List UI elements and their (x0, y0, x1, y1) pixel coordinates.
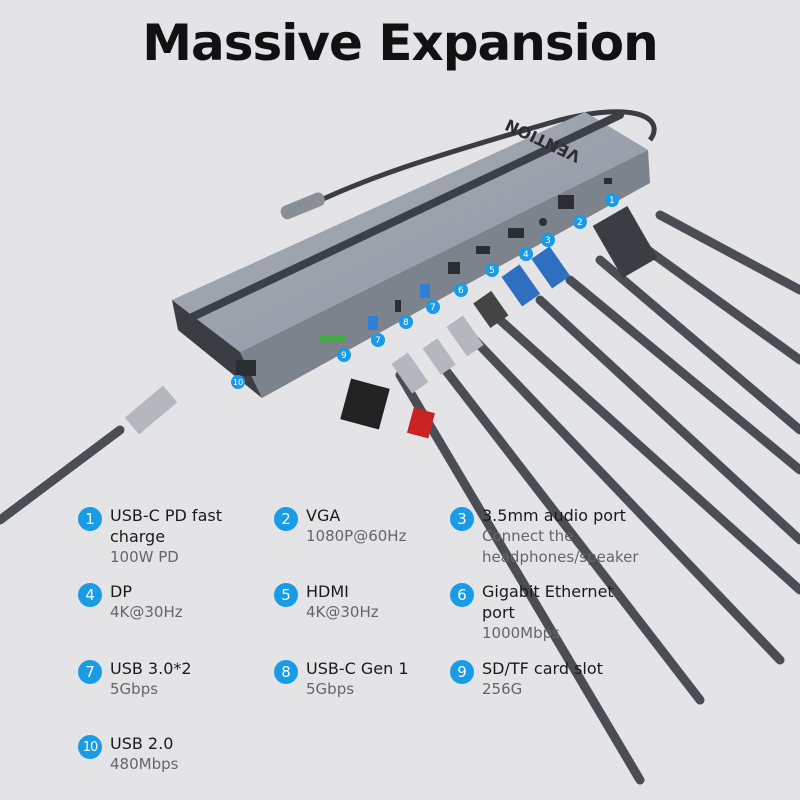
spec-desc: 1080P@60Hz (306, 527, 407, 545)
spec-usb-c-gen1: 8 USB-C Gen 1 5Gbps (274, 658, 444, 700)
spec-desc: 256G (482, 680, 523, 698)
number-badge: 6 (450, 583, 474, 607)
page-title: Massive Expansion (142, 14, 658, 72)
port-marker-label: 3 (545, 236, 551, 246)
spec-name: SD/TF card slot (482, 659, 603, 678)
spec-desc: Connect the headphones/speaker (482, 527, 639, 566)
spec-name: DP (110, 582, 132, 601)
number-badge: 4 (78, 583, 102, 607)
spec-ethernet: 6 Gigabit Ethernet port 1000Mbps (450, 581, 630, 644)
port-marker-label: 5 (489, 266, 495, 276)
spec-name: USB-C Gen 1 (306, 659, 409, 678)
number-badge: 7 (78, 660, 102, 684)
host-cable (298, 109, 657, 213)
number-badge: 8 (274, 660, 298, 684)
spec-vga: 2 VGA 1080P@60Hz (274, 505, 444, 547)
port-marker-label: 9 (341, 351, 347, 361)
port-marker-label: 2 (577, 218, 583, 228)
spec-desc: 5Gbps (306, 680, 355, 698)
spec-desc: 480Mbps (110, 755, 179, 773)
spec-card-slot: 9 SD/TF card slot 256G (450, 658, 640, 700)
number-badge: 3 (450, 507, 474, 531)
spec-usb3: 7 USB 3.0*2 5Gbps (78, 658, 248, 700)
spec-desc: 100W PD (110, 548, 179, 566)
connectors (124, 206, 658, 435)
spec-name: USB 2.0 (110, 734, 174, 753)
hub-top (172, 112, 648, 352)
spec-name: USB-C PD fast charge (110, 506, 222, 546)
spec-name: VGA (306, 506, 341, 525)
port-marker-label: 10 (233, 378, 243, 387)
spec-name: HDMI (306, 582, 349, 601)
port-marker-label: 4 (523, 250, 529, 260)
spec-desc: 5Gbps (110, 680, 159, 698)
port-marker-label: 6 (458, 286, 464, 296)
spec-dp: 4 DP 4K@30Hz (78, 581, 248, 623)
number-badge: 2 (274, 507, 298, 531)
number-badge: 1 (78, 507, 102, 531)
spec-usb2: 10 USB 2.0 480Mbps (78, 733, 248, 775)
port-marker-label: 7 (430, 303, 436, 313)
hub-ports (236, 178, 612, 376)
port-marker-label: 8 (403, 318, 409, 328)
port-markers: 1 2 3 4 5 6 7 8 7 9 10 (231, 193, 619, 389)
spec-hdmi: 5 HDMI 4K@30Hz (274, 581, 444, 623)
spec-desc: 1000Mbps (482, 624, 560, 642)
usb-c-plug (280, 192, 325, 220)
spec-desc: 4K@30Hz (306, 603, 379, 621)
port-marker-label: 7 (375, 336, 381, 346)
port-marker-label: 1 (609, 196, 615, 206)
number-badge: 9 (450, 660, 474, 684)
number-badge: 10 (78, 735, 102, 759)
hub-groove (186, 111, 624, 322)
spec-name: Gigabit Ethernet port (482, 582, 614, 622)
spec-usb-c-pd: 1 USB-C PD fast charge 100W PD (78, 505, 248, 568)
cables (0, 210, 800, 785)
spec-name: 3.5mm audio port (482, 506, 626, 525)
memory-cards (340, 378, 435, 439)
spec-desc: 4K@30Hz (110, 603, 183, 621)
spec-name: USB 3.0*2 (110, 659, 192, 678)
number-badge: 5 (274, 583, 298, 607)
